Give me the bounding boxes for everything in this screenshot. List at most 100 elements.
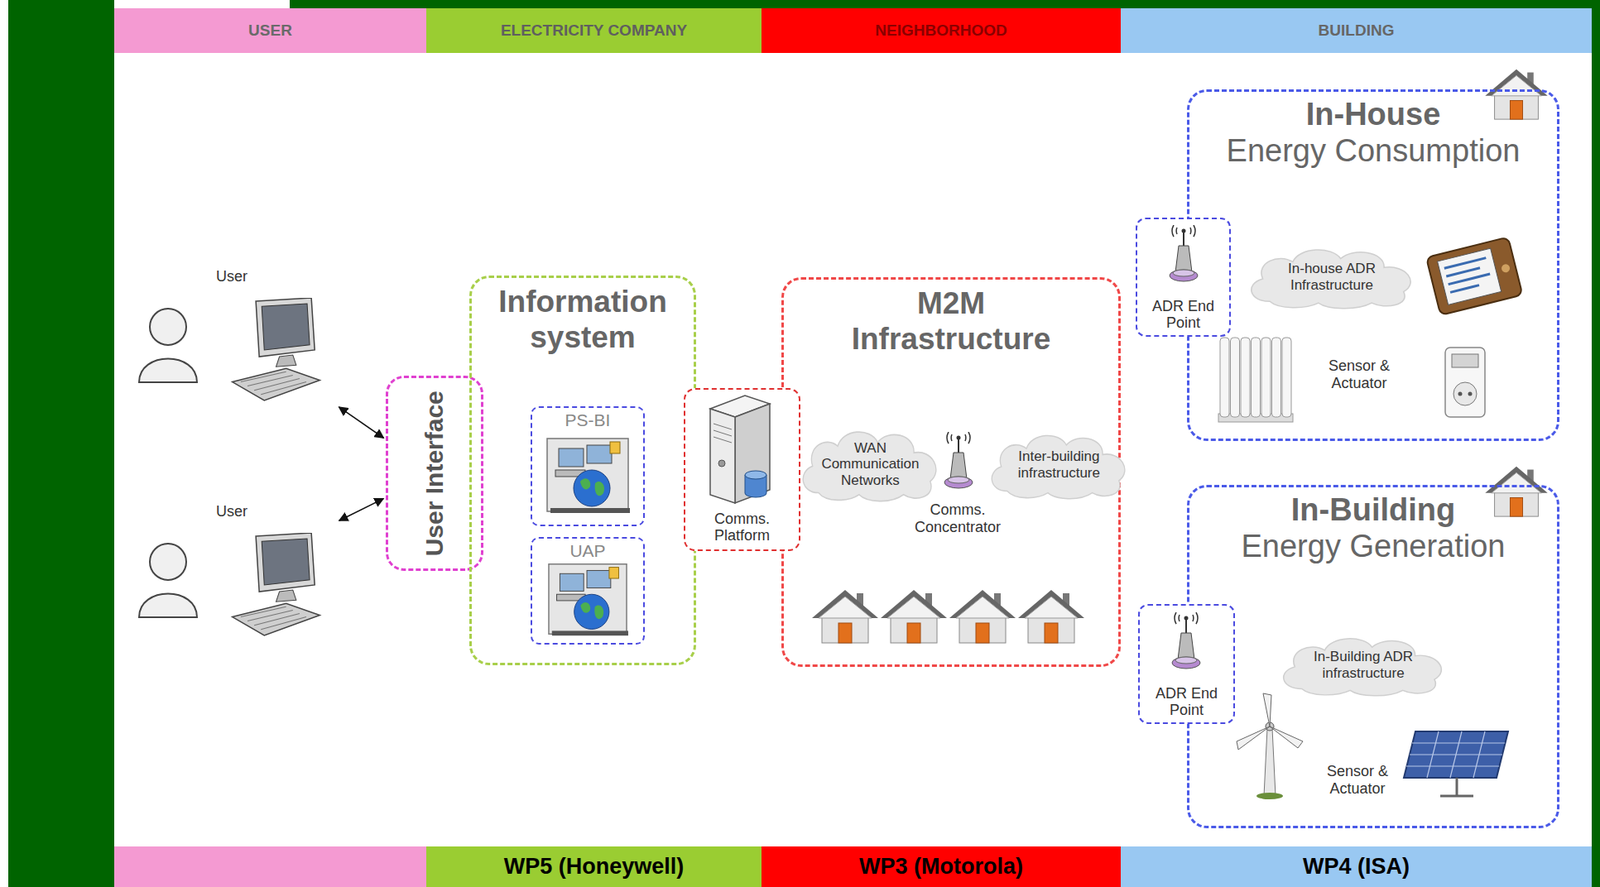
drawing-part xyxy=(289,0,1600,9)
node-text: In-House xyxy=(1306,96,1442,134)
node-text: Energy Consumption xyxy=(1226,133,1521,170)
node-text: Comms. Platform xyxy=(696,510,788,545)
node-text: ELECTRICITY COMPANY xyxy=(500,21,688,40)
drawing-part xyxy=(1236,693,1303,750)
box-node: UAP xyxy=(530,537,645,645)
uap-icon xyxy=(548,564,629,636)
drawing-part xyxy=(149,543,187,581)
node-text: USER xyxy=(248,21,293,40)
smart-plug xyxy=(1445,347,1485,418)
page-frame xyxy=(8,0,1600,887)
band: ELECTRICITY COMPANY xyxy=(426,8,762,53)
box-node: Comms. Platform xyxy=(683,388,801,552)
node-text: ADR End Point xyxy=(1143,297,1224,332)
drawing-part xyxy=(1240,337,1250,418)
drawing-part xyxy=(1230,337,1240,418)
drawing-part xyxy=(1591,0,1600,887)
node-text: WP5 (Honeywell) xyxy=(504,854,685,880)
concentrator-antenna xyxy=(944,432,973,489)
node-text: WP4 (ISA) xyxy=(1302,854,1410,880)
cloud-node: Inter-building infrastructure xyxy=(984,430,1134,500)
user-figure xyxy=(139,533,320,636)
drawing-part xyxy=(139,359,197,384)
drawing-part xyxy=(1261,337,1271,418)
connector-arrow xyxy=(339,499,385,522)
drawing-part xyxy=(1256,792,1283,800)
drawing-part xyxy=(1437,248,1502,305)
cloud-outline xyxy=(1251,249,1411,309)
radiator xyxy=(1218,337,1293,423)
drawing-part xyxy=(149,308,187,346)
house-icon xyxy=(1484,69,1548,120)
node-text: User xyxy=(216,268,248,286)
drawing-part xyxy=(1220,337,1230,418)
node-text: In-Building xyxy=(1291,492,1456,529)
drawing-part xyxy=(1453,382,1477,406)
band: BUILDING xyxy=(1120,8,1592,53)
drawing-part xyxy=(232,533,321,636)
node-text: Inter-building infrastructure xyxy=(1009,448,1108,481)
drawing-part xyxy=(880,590,947,644)
node-text: BUILDING xyxy=(1318,21,1395,40)
drawing-part xyxy=(949,590,1016,644)
house-icon xyxy=(1484,466,1548,517)
annotation-label: Sensor & Actuator xyxy=(1316,763,1399,798)
drawing-part xyxy=(232,297,321,401)
tablet-display xyxy=(1426,236,1523,316)
drawing-part xyxy=(1445,347,1485,418)
cloud-outline xyxy=(991,435,1125,499)
node-text: M2M Infrastructure xyxy=(826,286,1076,357)
node-text: Energy Generation xyxy=(1241,528,1506,566)
node-text: User xyxy=(216,503,248,521)
node-text: In-house ADR Infrastructure xyxy=(1273,260,1390,294)
user-figure xyxy=(139,297,320,401)
node-text: PS-BI xyxy=(565,410,611,431)
drawing-part xyxy=(1251,337,1261,418)
drawing-part xyxy=(1406,731,1505,779)
band: WP3 (Motorola) xyxy=(761,846,1121,887)
node-text: WP3 (Motorola) xyxy=(859,854,1024,880)
cloud-node: WAN Communication Networks xyxy=(796,426,945,503)
drawing-part xyxy=(1426,236,1523,316)
drawing-part xyxy=(8,0,115,887)
drawing-part xyxy=(1451,354,1479,368)
node-text: In-Building ADR infrastructure xyxy=(1305,648,1422,682)
box-node: ADR End Point xyxy=(1138,604,1235,725)
box-node: User xyxy=(137,499,337,644)
solar-panel xyxy=(1403,731,1509,797)
drawing-part xyxy=(1500,263,1511,274)
wind-turbine xyxy=(1236,693,1303,800)
cloud-node: In-house ADR Infrastructure xyxy=(1243,245,1421,310)
node-text: ADR End Point xyxy=(1147,685,1227,720)
annotation-label: Sensor & Actuator xyxy=(1317,357,1401,392)
drawing-part xyxy=(1272,337,1282,418)
drawing-part xyxy=(1403,731,1509,779)
drawing-part xyxy=(812,590,879,644)
cloud-outline xyxy=(1283,639,1442,697)
drawing-part xyxy=(1440,778,1474,797)
drawing-part xyxy=(1468,392,1473,397)
cloud-outline xyxy=(802,432,937,502)
drawing-part xyxy=(1458,392,1463,397)
band: WP5 (Honeywell) xyxy=(426,846,762,887)
node-text: Information system xyxy=(479,284,687,356)
box-node: Information systemPS-BI UAP xyxy=(469,275,697,666)
user-band-bottom xyxy=(114,846,427,887)
ps-bi-icon xyxy=(547,438,630,514)
band: WP4 (ISA) xyxy=(1120,846,1592,887)
drawing-part xyxy=(1018,590,1085,644)
drawing-part xyxy=(1444,258,1493,294)
drawing-part xyxy=(139,594,197,619)
node-text: WAN Communication Networks xyxy=(821,440,919,490)
drawing-part xyxy=(1282,337,1292,418)
cloud-node: In-Building ADR infrastructure xyxy=(1275,634,1452,697)
vertical-title: User Interface xyxy=(420,390,450,557)
connector-arrow xyxy=(338,407,384,439)
node-text: NEIGHBORHOOD xyxy=(874,21,1007,40)
box-node: ADR End Point xyxy=(1135,217,1231,337)
band: USER xyxy=(114,8,427,53)
neighborhood-houses xyxy=(812,590,1085,644)
box-node: M2M InfrastructureWAN Communication Netw… xyxy=(781,277,1121,668)
box-node: User xyxy=(137,264,337,409)
